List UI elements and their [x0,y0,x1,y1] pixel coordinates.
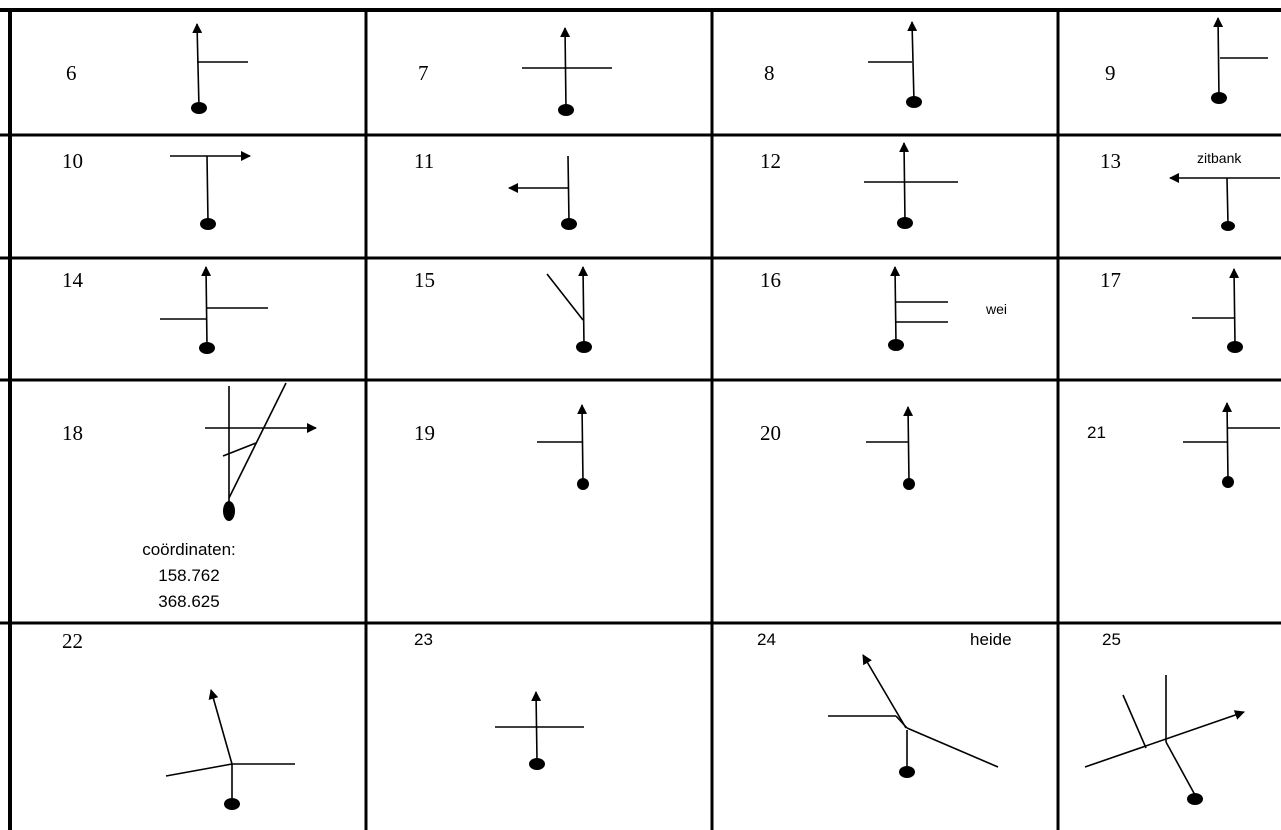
route-sketch [1169,173,1280,231]
cell-number: 6 [66,61,77,85]
cell-number: 9 [1105,61,1116,85]
start-dot [558,104,574,116]
start-dot [529,758,545,770]
start-dot [1227,341,1243,353]
route-sketch [1192,268,1243,353]
cell-number: 10 [62,149,83,173]
cell-number: 20 [760,421,781,445]
route-sketch [828,654,999,778]
start-dot [1221,221,1235,231]
cell-number: 7 [418,61,429,85]
start-dot [888,339,904,351]
cell-number: 21 [1087,423,1106,442]
route-sketch [1183,402,1280,488]
cell-23: 23 [414,630,584,770]
table-grid [0,8,1281,830]
cell-number: 22 [62,629,83,653]
start-dot [577,478,589,490]
cell-20: 20 [760,406,915,490]
coordinate-value: 158.762 [158,566,219,585]
route-sketch [522,27,612,116]
start-dot [224,798,240,810]
start-dot [576,341,592,353]
cell-number: 17 [1100,268,1121,292]
cell-number: 8 [764,61,775,85]
start-dot [903,478,915,490]
coordinates-heading: coördinaten: [142,540,236,559]
start-dot [200,218,216,230]
cell-number: 25 [1102,630,1121,649]
cell-9: 9 [1105,17,1268,104]
cell-label: wei [985,301,1007,317]
start-dot [899,766,915,778]
cell-label: heide [970,630,1012,649]
cell-15: 15 [414,266,592,353]
cell-number: 12 [760,149,781,173]
cell-8: 8 [764,21,922,108]
cell-number: 24 [757,630,776,649]
start-dot [223,501,235,521]
cell-10: 10 [62,149,251,230]
cell-label: zitbank [1197,150,1242,166]
cell-21: 21 [1087,402,1280,488]
route-sketch [866,406,915,490]
cell-18: 18 coördinaten: 158.762 368.625 [62,382,317,611]
route-sketch [537,404,589,490]
start-dot [1211,92,1227,104]
route-sketch [888,266,948,351]
cell-number: 19 [414,421,435,445]
start-dot [561,218,577,230]
cell-number: 23 [414,630,433,649]
cell-19: 19 [414,404,589,490]
cell-11: 11 [414,149,577,230]
cell-7: 7 [418,27,612,116]
cell-6: 6 [66,23,248,114]
cell-14: 14 [62,266,268,354]
start-dot [199,342,215,354]
start-dot [897,217,913,229]
start-dot [191,102,207,114]
cell-number: 18 [62,421,83,445]
route-sketch [1211,17,1268,104]
start-dot [906,96,922,108]
cell-16: 16 wei [760,266,1007,351]
route-sketch [1084,675,1245,805]
route-sketch [546,266,592,353]
start-dot [1187,793,1203,805]
cell-24: 24 heide [757,630,1012,778]
route-sketch [191,23,248,114]
route-sketch [165,689,295,810]
cell-13: 13 zitbank [1100,149,1280,231]
cell-number: 11 [414,149,434,173]
cell-number: 16 [760,268,781,292]
route-sketch [160,266,268,354]
cell-17: 17 [1100,268,1243,353]
route-sketch [170,151,251,230]
route-sketch [864,142,958,229]
cell-number: 14 [62,268,84,292]
cell-22: 22 [62,629,295,810]
coordinate-value: 368.625 [158,592,219,611]
route-sketch [868,21,922,108]
start-dot [1222,476,1234,488]
route-sketch [205,382,317,521]
route-sketch [495,691,584,770]
cell-25: 25 [1084,630,1245,805]
coordinates-note: coördinaten: 158.762 368.625 [142,540,236,611]
cell-12: 12 [760,142,958,229]
cell-number: 15 [414,268,435,292]
route-sketch [508,155,577,230]
cell-number: 13 [1100,149,1121,173]
